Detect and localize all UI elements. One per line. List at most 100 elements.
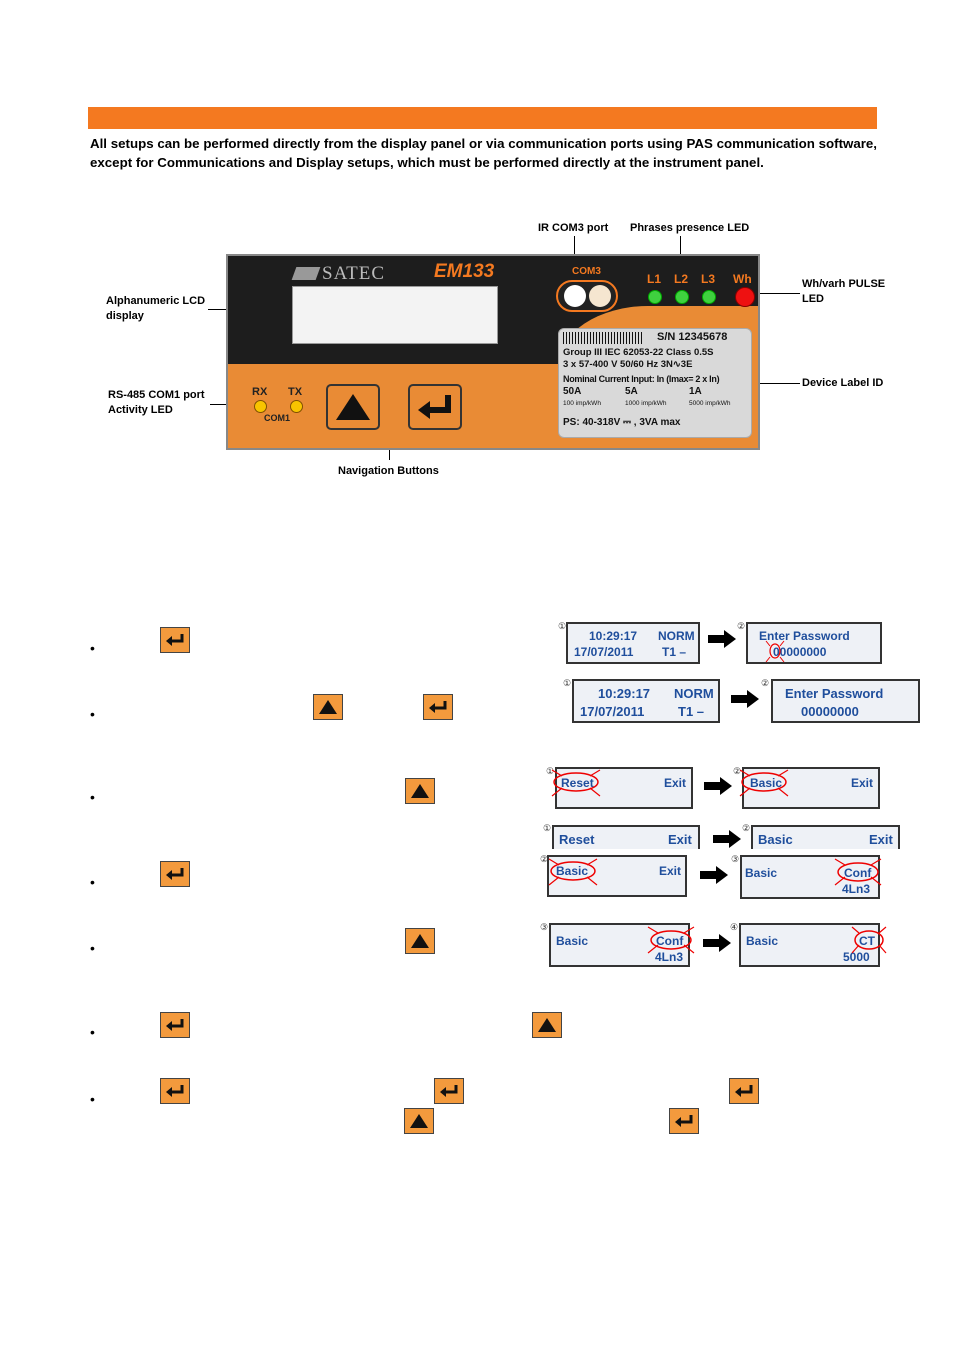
ir-lens-icon <box>589 285 611 307</box>
callout-lcd: Alphanumeric LCD display <box>106 295 206 322</box>
callout-ir-com3: IR COM3 port <box>538 222 609 234</box>
step-number: ③ <box>540 922 549 932</box>
leader-line <box>752 293 800 294</box>
enter-button-icon <box>729 1078 759 1104</box>
lcd-text: Exit <box>851 776 874 790</box>
pulse-rate-3: 5000 imp/kWh <box>689 400 731 407</box>
blink-cursor-icon <box>765 640 785 663</box>
callout-nav-buttons: Navigation Buttons <box>338 465 439 477</box>
lcd-text: Basic <box>750 776 783 790</box>
lcd-display <box>292 286 498 344</box>
leader-line <box>574 236 575 260</box>
blink-highlight-icon <box>851 926 887 954</box>
step-number: ① <box>546 766 555 776</box>
lcd-text: Conf <box>656 934 684 948</box>
lcd-text: Exit <box>664 776 687 790</box>
lcd-text: 10:29:17 <box>589 629 638 643</box>
phase-led-l3 <box>702 290 716 304</box>
rx-label: RX <box>252 386 268 398</box>
lcd-text: 4Ln3 <box>655 950 684 964</box>
lcd-text: Exit <box>869 832 893 847</box>
serial-number: S/N 12345678 <box>657 331 728 343</box>
current-50a: 50A <box>563 386 582 397</box>
lcd-text: Basic <box>745 866 778 880</box>
callout-rs485: RS-485 COM1 port Activity LED <box>108 389 205 416</box>
enter-button-icon <box>160 1012 190 1038</box>
lcd-screen-config: Basic Conf 4Ln3 <box>549 923 690 967</box>
ir-port <box>556 280 618 312</box>
phase-led-l1 <box>648 290 662 304</box>
led-label-l3: L3 <box>701 272 716 286</box>
lcd-text: Basic <box>556 864 589 878</box>
model-name: EM133 <box>434 261 495 282</box>
step-number: ② <box>742 823 751 833</box>
lcd-text: 5000 <box>843 950 870 964</box>
step-number: ② <box>733 766 742 776</box>
enter-button-icon <box>160 861 190 887</box>
label-line1: Group III IEC 62053-22 Class 0.5S <box>563 347 714 358</box>
up-button-icon <box>313 694 343 720</box>
lcd-text: CT <box>859 934 875 948</box>
blink-highlight-icon <box>834 858 882 886</box>
intro-paragraph: All setups can be performed directly fro… <box>90 136 877 170</box>
pulse-led <box>735 287 755 307</box>
led-label-l2: L2 <box>674 272 689 286</box>
up-button-icon <box>404 1108 434 1134</box>
satec-logo-mark <box>291 267 321 280</box>
callout-phase-led: Phrases presence LED <box>630 222 750 234</box>
lcd-screen-menu: Reset Exit <box>552 825 700 849</box>
lcd-text: Reset <box>559 832 595 847</box>
up-button-icon <box>405 928 435 954</box>
step-number: ② <box>761 678 770 688</box>
blink-highlight-icon <box>647 926 695 954</box>
up-button[interactable] <box>326 384 380 430</box>
barcode <box>563 332 643 344</box>
arrow-right-icon <box>713 830 741 848</box>
bullet: • <box>90 706 95 722</box>
lcd-text: Reset <box>561 776 594 790</box>
arrow-right-icon <box>731 690 759 708</box>
lcd-screen-menu: Basic Exit <box>742 767 880 809</box>
arrow-right-icon <box>704 777 732 795</box>
enter-button[interactable] <box>408 384 462 430</box>
com1-label: COM1 <box>264 413 291 423</box>
lcd-text: 4Ln3 <box>842 882 871 896</box>
bullet: • <box>90 1024 95 1040</box>
lcd-text: 00000000 <box>773 645 827 659</box>
lcd-text: Conf <box>844 866 872 880</box>
device-front-panel: SATEC EM133 COM3 L1 L2 L3 Wh RX TX COM1 … <box>226 254 760 450</box>
step-number: ④ <box>730 922 739 932</box>
brand-name: SATEC <box>322 263 386 284</box>
phase-led-l2 <box>675 290 689 304</box>
led-label-l1: L1 <box>647 272 662 286</box>
lcd-screen-clock: 10:29:17 NORM 17/07/2011 T1 – <box>572 679 720 723</box>
lcd-text: Exit <box>659 864 682 878</box>
arrow-right-icon <box>703 934 731 952</box>
lcd-text: NORM <box>674 686 714 701</box>
lcd-text: Basic <box>758 832 793 847</box>
enter-button-icon <box>669 1108 699 1134</box>
step-number: ② <box>737 621 746 631</box>
bullet: • <box>90 789 95 805</box>
pulse-rate-1: 100 imp/kWh <box>563 400 601 407</box>
step-number: ③ <box>731 854 740 864</box>
lcd-text: 17/07/2011 <box>580 704 645 719</box>
lcd-text: Enter Password <box>759 629 850 643</box>
lcd-text: NORM <box>658 629 695 643</box>
step-number: ② <box>540 854 549 864</box>
step-number: ① <box>543 823 552 833</box>
lcd-text: 10:29:17 <box>598 686 651 701</box>
rx-led <box>254 400 267 413</box>
enter-arrow-icon <box>418 395 451 419</box>
tx-label: TX <box>288 386 303 398</box>
lcd-text: T1 – <box>678 704 705 719</box>
lcd-screen-menu: Reset Exit <box>555 767 693 809</box>
callout-pulse-led: Wh/varh PULSE LED <box>802 278 886 305</box>
bullet: • <box>90 1091 95 1107</box>
enter-button-icon <box>160 627 190 653</box>
blink-highlight-icon <box>548 858 598 886</box>
com3-label: COM3 <box>572 266 601 277</box>
lcd-screen-menu: Basic Exit <box>751 825 900 849</box>
pulse-rate-2: 1000 imp/kWh <box>625 400 667 407</box>
step-number: ① <box>563 678 572 688</box>
